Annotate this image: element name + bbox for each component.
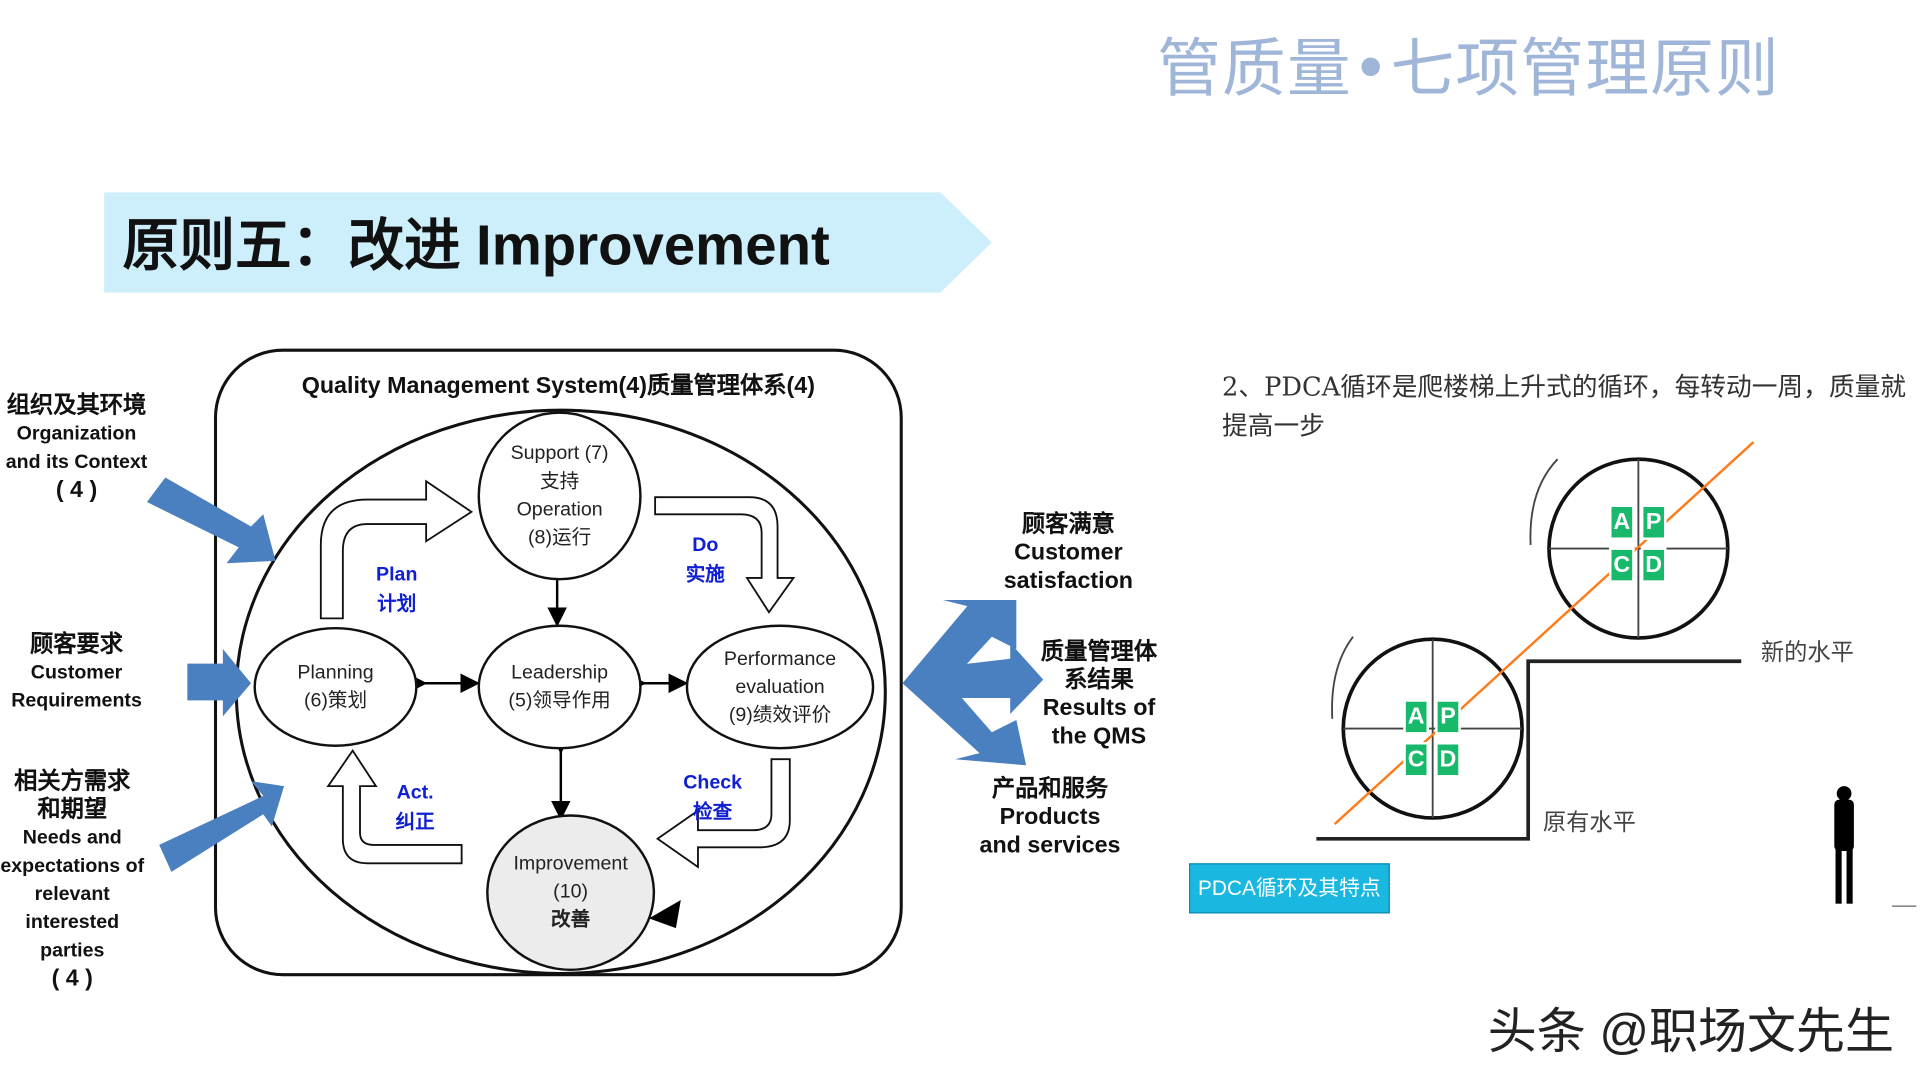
operation-label: Operation — [516, 499, 603, 521]
performance-label: Performance — [723, 648, 837, 670]
new-level-label: 新的水平 — [1760, 639, 1854, 667]
node-planning[interactable]: Planning (6)策划 — [255, 659, 417, 715]
improvement-label: Improvement — [513, 853, 628, 875]
pdca-letter-c: C — [1608, 547, 1635, 583]
leadership-label-cn: (5)领导作用 — [508, 690, 611, 712]
arrow-outputs — [902, 600, 1027, 766]
node-support[interactable]: Support (7) 支持 Operation (8)运行 — [480, 440, 639, 553]
slide-title: 管质量•七项管理原则 — [1157, 33, 1781, 107]
banner-arrow — [104, 192, 992, 293]
old-level-label: 原有水平 — [1542, 809, 1636, 837]
operation-label-cn: (8)运行 — [528, 527, 592, 549]
node-improvement[interactable]: Improvement (10) 改善 — [487, 850, 654, 934]
banner-title: 原则五：改进 Improvement — [122, 213, 830, 277]
improvement-label-cn: 改善 — [551, 909, 591, 931]
pdca-letter-p: P — [1435, 699, 1461, 735]
pdca-letter-a: A — [1608, 504, 1635, 541]
qms-title: Quality Management System(4)质量管理体系(4) — [301, 373, 815, 400]
node-leadership[interactable]: Leadership (5)领导作用 — [479, 659, 641, 715]
pdca-letter-c: C — [1403, 742, 1429, 778]
watermark: 头条 @职场文先生 — [1487, 1005, 1894, 1060]
improvement-number: (10) — [553, 881, 589, 903]
leadership-label: Leadership — [511, 662, 609, 684]
arrow-customer — [187, 648, 252, 717]
pdca-letter-a: A — [1403, 699, 1429, 735]
pdca-description: 2、PDCA循环是爬楼梯上升式的循环，每转动一周，质量就提高一步 — [1222, 372, 1907, 441]
qms-diagram — [146, 348, 1044, 977]
planning-label: Planning — [297, 662, 374, 684]
pdca-features-button[interactable]: PDCA循环及其特点 — [1188, 863, 1390, 914]
support-label: Support (7) — [510, 443, 609, 465]
pdca-letter-p: P — [1640, 504, 1667, 541]
node-performance[interactable]: Performance evaluation (9)绩效评价 — [687, 645, 873, 729]
label-act: Act.纠正 — [395, 782, 435, 833]
pdca-letter-d: D — [1435, 742, 1461, 778]
arrow-context — [146, 477, 276, 564]
support-label-cn: 支持 — [539, 471, 580, 493]
pdca-letter-d: D — [1640, 547, 1667, 583]
planning-label-cn: (6)策划 — [303, 690, 368, 712]
evaluation-label: evaluation — [735, 677, 825, 698]
arrow-parties — [159, 781, 285, 872]
performance-label-cn: (9)绩效评价 — [728, 705, 832, 727]
pdca-staircase — [1316, 441, 1917, 907]
